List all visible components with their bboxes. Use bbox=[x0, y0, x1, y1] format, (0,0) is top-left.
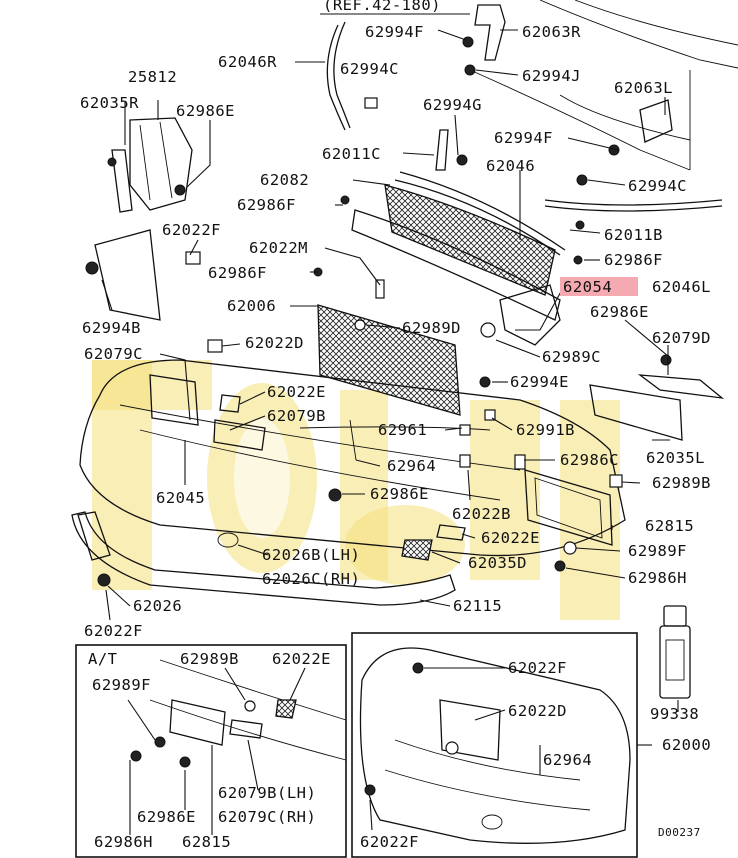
part-label: 62022F bbox=[162, 221, 221, 239]
part-label: 62011B bbox=[604, 226, 663, 244]
part-label: 62022F bbox=[84, 622, 143, 640]
part-label: 62815 bbox=[645, 517, 694, 535]
image-code: D00237 bbox=[658, 826, 701, 839]
part-label: 62994F bbox=[365, 23, 424, 41]
part-label-highlighted: 62054 bbox=[563, 278, 612, 296]
part-label: 62022F bbox=[360, 833, 419, 851]
part-label: 62063L bbox=[614, 79, 673, 97]
part-label: 62079C bbox=[84, 345, 143, 363]
part-label: 62986E bbox=[370, 485, 429, 503]
part-label: 62994F bbox=[494, 129, 553, 147]
air-guide bbox=[111, 117, 193, 213]
part-label: 62994C bbox=[628, 177, 687, 195]
part-label: 62989F bbox=[92, 676, 151, 694]
inset-at bbox=[75, 644, 347, 858]
part-label: 62022E bbox=[267, 383, 326, 401]
reference-label: (REF.42-180) bbox=[323, 0, 441, 14]
part-label: 62079C(RH) bbox=[218, 808, 316, 826]
part-label: 62026 bbox=[133, 597, 182, 615]
upper-grille bbox=[351, 129, 566, 321]
part-label: 62991B bbox=[516, 421, 575, 439]
part-label: 62964 bbox=[387, 457, 436, 475]
part-label: 62986H bbox=[94, 833, 153, 851]
part-label: 62063R bbox=[522, 23, 581, 41]
lip-spoiler bbox=[71, 511, 456, 606]
part-label: 62006 bbox=[227, 297, 276, 315]
part-label: 62079B(LH) bbox=[218, 784, 316, 802]
part-label: 62986E bbox=[590, 303, 649, 321]
part-label: 62986C bbox=[560, 451, 619, 469]
part-label: 62022E bbox=[272, 650, 331, 668]
part-label: 62046 bbox=[486, 157, 535, 175]
part-labels: (REF.42-180) 62994F 62063R 62046R 62994C… bbox=[80, 0, 711, 851]
part-label: 62964 bbox=[543, 751, 592, 769]
part-label: 62994C bbox=[340, 60, 399, 78]
part-label: 62986E bbox=[176, 102, 235, 120]
part-label: 62022D bbox=[508, 702, 567, 720]
part-label: 62022E bbox=[481, 529, 540, 547]
bracket-62054 bbox=[499, 284, 561, 346]
part-label: 62961 bbox=[378, 421, 427, 439]
part-label: 62046R bbox=[218, 53, 277, 71]
part-label: 62046L bbox=[652, 278, 711, 296]
leader-lines bbox=[101, 29, 679, 712]
part-label: 62115 bbox=[453, 597, 502, 615]
part-label: 62022M bbox=[249, 239, 308, 257]
part-label: 62986H bbox=[628, 569, 687, 587]
part-label: 62994E bbox=[510, 373, 569, 391]
part-label: 62989F bbox=[628, 542, 687, 560]
part-label: 62035L bbox=[646, 449, 705, 467]
part-label: 62989D bbox=[402, 319, 461, 337]
part-label: 62022B bbox=[452, 505, 511, 523]
ref-bracket bbox=[320, 4, 673, 143]
hardware bbox=[85, 36, 672, 587]
part-label: 62815 bbox=[182, 833, 231, 851]
highlight-62054 bbox=[560, 277, 638, 296]
part-label: 62035D bbox=[468, 554, 527, 572]
part-label: 62079D bbox=[652, 329, 711, 347]
part-label: 62082 bbox=[260, 171, 309, 189]
part-label: 62986E bbox=[137, 808, 196, 826]
part-label: 62994J bbox=[522, 67, 581, 85]
side-moldings bbox=[326, 21, 723, 212]
part-label: 62986F bbox=[237, 196, 296, 214]
lower-grille bbox=[317, 304, 461, 416]
part-label: 62022D bbox=[245, 334, 304, 352]
part-label: 62989B bbox=[180, 650, 239, 668]
part-label: 62079B bbox=[267, 407, 326, 425]
paint-bottle bbox=[659, 605, 691, 699]
part-label: 62022F bbox=[508, 659, 567, 677]
part-label: 62026B(LH) bbox=[262, 546, 360, 564]
part-label: 62045 bbox=[156, 489, 205, 507]
part-label: 62035R bbox=[80, 94, 139, 112]
part-label: 99338 bbox=[650, 705, 699, 723]
part-label: 62986F bbox=[208, 264, 267, 282]
inset-bumper bbox=[351, 632, 652, 858]
part-label: 25812 bbox=[128, 68, 177, 86]
part-label: 62026C(RH) bbox=[262, 570, 360, 588]
part-label: 62989B bbox=[652, 474, 711, 492]
plate-bracket bbox=[524, 469, 613, 546]
part-label: 62000 bbox=[662, 736, 711, 754]
part-label: 62986F bbox=[604, 251, 663, 269]
part-label: 62989C bbox=[542, 348, 601, 366]
body-outline bbox=[469, 0, 738, 171]
part-label: 62994B bbox=[82, 319, 141, 337]
part-label: 62011C bbox=[322, 145, 381, 163]
part-label: 62994G bbox=[423, 96, 482, 114]
inset-title: A/T bbox=[88, 650, 118, 668]
